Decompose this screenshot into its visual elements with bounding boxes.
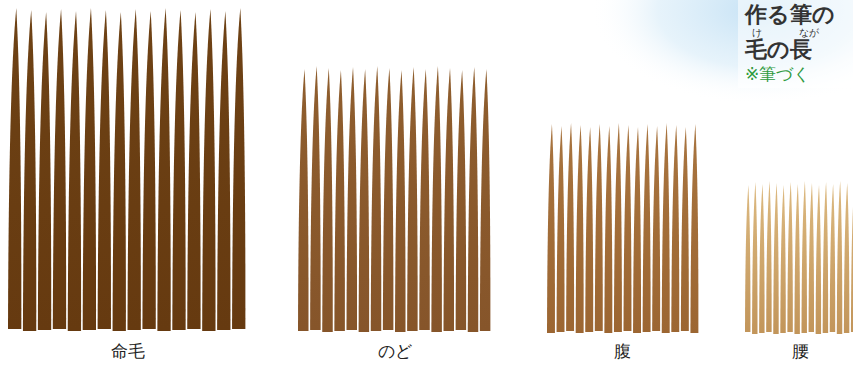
brush-hair — [480, 69, 491, 331]
brush-hair — [383, 68, 394, 330]
brush-hair — [407, 67, 418, 331]
brush-hair — [359, 69, 370, 332]
brush-hair — [759, 184, 764, 333]
brush-hair — [456, 70, 467, 330]
heading-text: 作る筆の — [745, 2, 835, 27]
brush-hair — [8, 8, 21, 329]
background-glow — [590, 0, 853, 105]
brush-hair — [652, 126, 660, 331]
ruby-text: なが — [799, 27, 819, 39]
brush-hair — [576, 125, 584, 333]
brush-hair — [217, 11, 230, 330]
brush-hair — [322, 68, 333, 332]
brush-hair — [98, 10, 111, 329]
brush-hair — [816, 185, 821, 334]
brush-hair — [614, 123, 622, 332]
brush-hair — [794, 184, 799, 334]
brush-hair — [690, 124, 698, 333]
hair-bundles — [8, 8, 853, 334]
brush-hair — [371, 66, 382, 331]
brush-hair — [202, 9, 215, 331]
brush-hair — [113, 12, 126, 331]
brush-hair — [444, 68, 455, 331]
brush-hair — [142, 11, 155, 329]
brush-hair — [823, 182, 828, 333]
brush-hair — [585, 127, 593, 332]
brush-hair — [787, 182, 792, 332]
brush-hair — [53, 9, 66, 329]
brush-hair — [633, 127, 641, 333]
ruby-text: け — [752, 27, 762, 39]
note-text: ※筆づく — [745, 65, 810, 85]
brush-hair — [547, 124, 555, 333]
brush-hair — [566, 123, 574, 331]
part-label: 命毛 — [111, 342, 145, 362]
brush-hair — [395, 70, 406, 332]
text-panel — [738, 0, 853, 88]
brush-hair — [419, 69, 430, 330]
brush-hair — [187, 12, 200, 329]
brush-hair — [604, 126, 612, 333]
brush-hair — [310, 66, 321, 330]
brush-hair — [232, 8, 245, 329]
heading-text: 毛の長 — [745, 37, 812, 62]
brush-hair — [334, 70, 345, 331]
brush-hair — [780, 185, 785, 333]
brush-hair — [844, 183, 849, 333]
brush-hair — [595, 124, 603, 331]
brush-hair — [624, 125, 632, 331]
brush-hair — [802, 181, 807, 333]
brush-hair — [837, 181, 842, 334]
brush-hair — [851, 185, 853, 332]
part-label: 腹 — [614, 342, 631, 362]
brush-hair — [38, 12, 51, 330]
brush-hair — [83, 8, 96, 330]
brush-hair — [23, 10, 36, 331]
brush-hair — [347, 67, 358, 330]
brush-hair — [68, 11, 81, 331]
brush-hair — [662, 123, 670, 333]
brush-hair — [809, 183, 814, 332]
part-label: 腰 — [792, 342, 809, 362]
brush-hair — [745, 185, 750, 332]
brush-hair — [157, 8, 170, 331]
brush-hair — [766, 181, 771, 332]
brush-hair — [557, 126, 565, 332]
brush-hair — [643, 124, 651, 332]
brush-hair — [298, 69, 309, 331]
part-label: のど — [378, 342, 412, 362]
brush-hair — [830, 184, 835, 332]
brush-hair — [671, 125, 679, 332]
brush-hair — [468, 67, 479, 332]
brush-hair — [773, 183, 778, 334]
brush-hair — [172, 10, 185, 330]
brush-hair — [128, 9, 141, 330]
brush-hair — [752, 182, 757, 334]
brush-hair — [681, 127, 689, 331]
brush-hair — [431, 66, 442, 332]
